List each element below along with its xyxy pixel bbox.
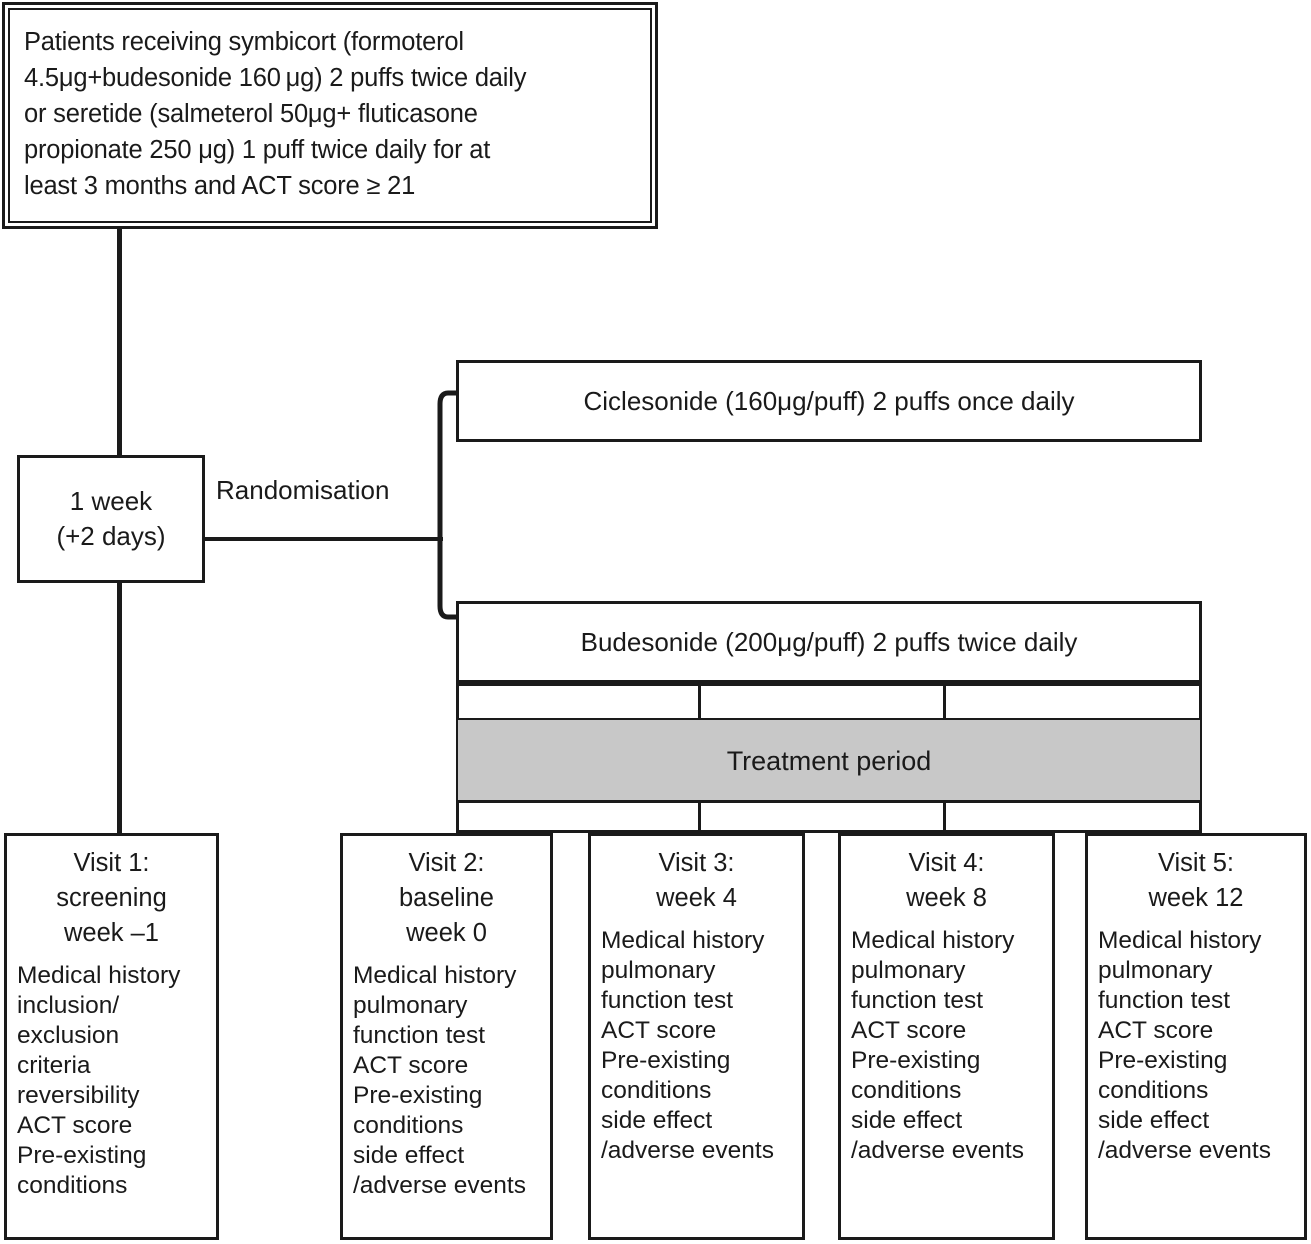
treatment-arm-ciclesonide: Ciclesonide (160μg/puff) 2 puffs once da… [456,360,1202,442]
visit-3-assessments: Medical history pulmonary function test … [601,927,774,1164]
connector-randomisation-horizontal [203,537,443,541]
eligibility-text: Patients receiving symbicort (formoterol… [24,28,527,200]
visit-2-assessments: Medical history pulmonary function test … [353,962,526,1199]
timeline-cell-2 [698,686,943,718]
timeline-cell-6 [943,803,1199,830]
visit-3-heading: Visit 3: week 4 [656,849,737,912]
treatment-arm-budesonide: Budesonide (200μg/puff) 2 puffs twice da… [456,601,1202,683]
timeline-cell-3 [943,686,1199,718]
visit-2-heading: Visit 2: baseline week 0 [399,849,494,947]
timeline-cell-5 [698,803,943,830]
timeline-cell-1 [459,686,698,718]
connector-runin-to-visit1 [117,581,122,835]
visit-5-heading: Visit 5: week 12 [1148,849,1244,912]
runin-text: 1 week (+2 days) [56,486,166,551]
runin-period-box: 1 week (+2 days) [17,455,205,583]
visit-1-assessments: Medical history inclusion/ exclusion cri… [17,962,181,1199]
visit-box-3: Visit 3: week 4 Medical history pulmonar… [588,833,805,1240]
visit-box-4: Visit 4: week 8 Medical history pulmonar… [838,833,1055,1240]
visit-4-heading: Visit 4: week 8 [906,849,987,912]
randomisation-bracket-icon [437,390,462,620]
randomisation-label: Randomisation [216,475,390,505]
visit-box-2: Visit 2: baseline week 0 Medical history… [340,833,553,1240]
treatment-period-bar: Treatment period [456,718,1202,803]
treatment-period-label: Treatment period [726,745,932,776]
treatment-arm-ciclesonide-label: Ciclesonide (160μg/puff) 2 puffs once da… [583,386,1075,416]
visit-4-assessments: Medical history pulmonary function test … [851,927,1024,1164]
timeline-strip-upper [456,683,1202,721]
visit-box-1: Visit 1: screening week –1 Medical histo… [4,833,219,1240]
visit-box-5: Visit 5: week 12 Medical history pulmona… [1085,833,1307,1240]
connector-eligibility-to-runin [117,229,122,457]
timeline-cell-4 [459,803,698,830]
treatment-arm-budesonide-label: Budesonide (200μg/puff) 2 puffs twice da… [580,627,1078,657]
visit-1-heading: Visit 1: screening week –1 [56,849,167,947]
eligibility-criteria-box: Patients receiving symbicort (formoterol… [2,2,658,229]
visit-5-assessments: Medical history pulmonary function test … [1098,927,1271,1164]
timeline-strip-lower [456,800,1202,833]
eligibility-inner-border: Patients receiving symbicort (formoterol… [8,8,652,223]
